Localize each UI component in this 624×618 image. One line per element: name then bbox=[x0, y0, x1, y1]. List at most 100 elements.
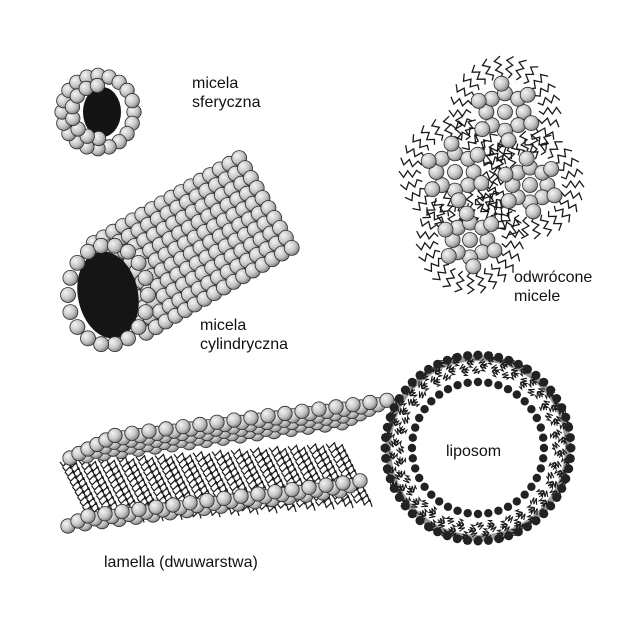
outer-head bbox=[443, 356, 452, 365]
inverse-micelles bbox=[399, 56, 584, 294]
inner-head bbox=[537, 464, 545, 472]
lipid-head bbox=[438, 222, 453, 237]
lipid-tail bbox=[472, 65, 485, 85]
lipid-tail bbox=[424, 258, 444, 271]
lipid-tail bbox=[489, 525, 497, 532]
lipid-head bbox=[149, 500, 163, 514]
lipid-tail bbox=[444, 116, 452, 138]
outer-head bbox=[424, 522, 433, 531]
lipid-tail bbox=[541, 215, 552, 237]
outer-head bbox=[532, 516, 541, 525]
outer-head bbox=[552, 493, 561, 502]
outer-head bbox=[539, 509, 548, 518]
outer-head bbox=[401, 386, 410, 395]
lipid-tail bbox=[420, 219, 440, 230]
outer-head bbox=[453, 534, 462, 543]
lipid-head bbox=[284, 240, 299, 255]
inner-head bbox=[539, 434, 547, 442]
lipid-tail bbox=[432, 119, 443, 140]
outer-head bbox=[504, 531, 513, 540]
lipid-head bbox=[312, 402, 326, 416]
inner-head bbox=[537, 423, 545, 431]
inner-head bbox=[435, 497, 443, 505]
inverse-micelles-label-line1: odwrócone bbox=[514, 268, 592, 287]
lipid-tail bbox=[528, 389, 535, 395]
lipid-head bbox=[70, 320, 85, 335]
inner-head bbox=[494, 381, 502, 389]
lipid-tail bbox=[552, 442, 560, 450]
lipid-head bbox=[227, 413, 241, 427]
lipid-head bbox=[346, 398, 360, 412]
lipid-tail bbox=[288, 445, 307, 454]
outer-head bbox=[463, 536, 472, 545]
inner-head bbox=[521, 491, 529, 499]
outer-head bbox=[523, 365, 532, 374]
outer-head bbox=[539, 378, 548, 387]
lipid-tail bbox=[417, 231, 439, 239]
lipid-head bbox=[484, 217, 499, 232]
inner-head bbox=[415, 474, 423, 482]
inner-head bbox=[415, 414, 423, 422]
lipid-tail bbox=[447, 516, 454, 524]
lipid-tail bbox=[549, 211, 562, 231]
inner-head bbox=[527, 405, 535, 413]
outer-head bbox=[564, 423, 573, 432]
cylindrical-micelle-label-line2: cylindryczna bbox=[200, 335, 288, 354]
lipid-head bbox=[498, 167, 513, 182]
lipid-head bbox=[470, 147, 485, 162]
lipid-head bbox=[511, 118, 526, 133]
lipid-head bbox=[475, 122, 490, 137]
lipid-tail bbox=[476, 271, 486, 293]
lipid-tail bbox=[562, 181, 584, 188]
lipid-head bbox=[90, 78, 104, 92]
inner-head bbox=[464, 379, 472, 387]
lipid-head bbox=[61, 288, 76, 303]
lipid-tail bbox=[250, 448, 269, 457]
lipid-tail bbox=[496, 209, 516, 222]
lipid-tail bbox=[402, 417, 410, 424]
spherical-micelle bbox=[55, 68, 141, 156]
inner-head bbox=[453, 507, 461, 515]
lipid-tail bbox=[559, 199, 577, 212]
outer-head bbox=[561, 413, 570, 422]
inner-head bbox=[444, 385, 452, 393]
inner-head bbox=[494, 507, 502, 515]
lipid-tail bbox=[506, 515, 513, 523]
lipid-head bbox=[121, 244, 136, 259]
lipid-head bbox=[268, 485, 282, 499]
outer-head bbox=[566, 433, 575, 442]
lipid-head bbox=[461, 178, 476, 193]
lipid-tail bbox=[554, 149, 572, 163]
outer-head bbox=[561, 474, 570, 483]
lipid-head bbox=[200, 493, 214, 507]
lipid-head bbox=[520, 87, 535, 102]
outer-head bbox=[514, 527, 523, 536]
inner-head bbox=[527, 483, 535, 491]
lipid-tail bbox=[432, 264, 449, 279]
lipid-tail bbox=[326, 443, 345, 452]
outer-head bbox=[566, 454, 575, 463]
lipid-tail bbox=[531, 132, 539, 154]
lipid-tail bbox=[136, 456, 155, 465]
outer-head bbox=[381, 454, 390, 463]
outer-head bbox=[546, 386, 555, 395]
lipid-tail bbox=[396, 446, 404, 454]
lipid-head bbox=[125, 94, 139, 108]
outer-head bbox=[408, 509, 417, 518]
outer-head bbox=[453, 353, 462, 362]
inner-head bbox=[409, 454, 417, 462]
lamella-label: lamella (dwuwarstwa) bbox=[104, 553, 258, 572]
lipid-head bbox=[217, 491, 231, 505]
outer-head bbox=[443, 531, 452, 540]
lipid-tail bbox=[530, 75, 548, 89]
lipid-tail bbox=[449, 110, 471, 117]
lipid-tail bbox=[307, 444, 326, 453]
lipid-tail bbox=[500, 251, 519, 262]
outer-head bbox=[463, 351, 472, 360]
inner-head bbox=[435, 390, 443, 398]
lipid-head bbox=[547, 188, 562, 203]
inner-head bbox=[521, 397, 529, 405]
outer-head bbox=[390, 484, 399, 493]
lipid-tail bbox=[416, 242, 438, 250]
lipid-tail bbox=[193, 452, 212, 461]
